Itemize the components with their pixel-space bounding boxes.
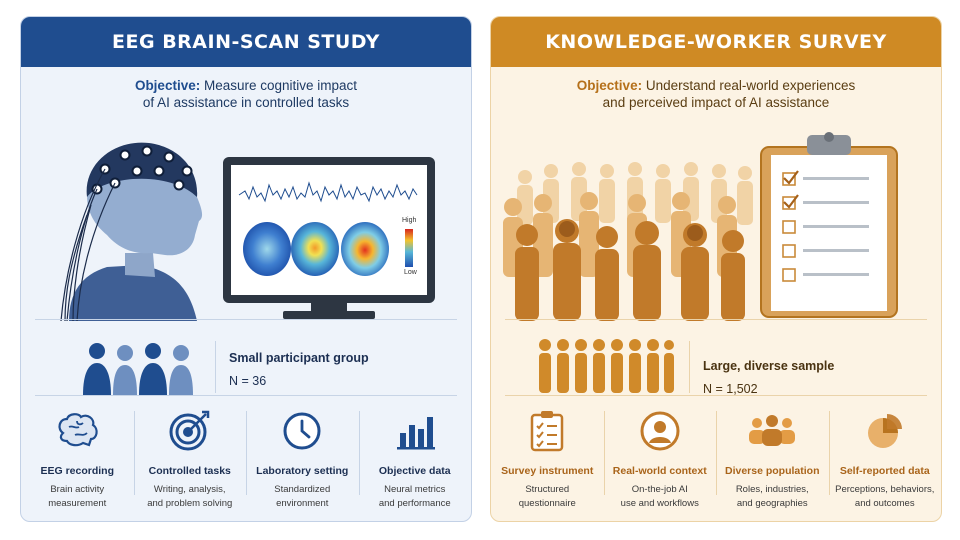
feature-eeg-recording: EEG recording Brain activity measurement (21, 403, 134, 513)
feature-desc: Neural metrics (384, 484, 446, 495)
sample-size: N = 36 (229, 374, 267, 388)
feature-title: Laboratory setting (256, 465, 349, 477)
objective-label: Objective: (576, 78, 643, 93)
survey-objective: Objective: Understand real-world experie… (491, 77, 941, 111)
colorbar-high-label: High (402, 217, 417, 224)
clipboard-icon (760, 132, 898, 318)
feature-desc: and problem solving (147, 498, 233, 509)
feature-diverse-population: Diverse population Roles, industries, and… (716, 403, 829, 513)
feature-desc: measurement (48, 498, 107, 509)
divider (505, 395, 927, 396)
brain-icon (58, 413, 98, 447)
divider (35, 319, 457, 320)
objective-text-line1: Measure cognitive impact (203, 78, 358, 93)
survey-panel: KNOWLEDGE-WORKER SURVEY Objective: Under… (490, 16, 942, 522)
feature-desc: Brain activity (50, 484, 105, 495)
checkmark-icon (783, 170, 799, 209)
sample-separator (215, 341, 216, 393)
feature-desc: use and workflows (620, 498, 699, 509)
feature-title: EEG recording (40, 465, 114, 477)
feature-desc: Standardized (274, 484, 331, 495)
pie-chart-icon (867, 414, 902, 448)
feature-desc: questionnaire (518, 498, 576, 509)
divider (505, 319, 927, 320)
checklist (782, 172, 796, 282)
sample-section: Small participant group N = 36 (21, 331, 471, 407)
divider (35, 395, 457, 396)
feature-title: Survey instrument (501, 465, 594, 477)
feature-objective-data: Objective data Neural metrics and perform… (358, 403, 472, 513)
eeg-study-title: EEG BRAIN-SCAN STUDY (21, 17, 471, 67)
brain-map-mid (291, 222, 339, 276)
colorbar-low-label: Low (404, 269, 417, 276)
diverse-sample-group-icon (539, 339, 674, 393)
feature-title: Objective data (378, 465, 451, 477)
objective-label: Objective: (134, 78, 201, 93)
crowd-icon (503, 162, 753, 321)
checklist-lines (803, 177, 869, 276)
feature-desc: Perceptions, behaviors, (835, 484, 935, 495)
sample-title: Small participant group (229, 351, 369, 365)
objective-text-line2: and perceived impact of AI assistance (602, 95, 830, 110)
brain-map-low (243, 222, 291, 276)
clock-icon (283, 412, 321, 450)
clipboard-checklist-icon (531, 411, 564, 452)
feature-real-world-context: Real-world context On-the-job AI use and … (603, 403, 717, 513)
feature-laboratory-setting: Laboratory setting Standardized environme… (246, 403, 359, 513)
feature-title: Real-world context (612, 465, 707, 477)
eeg-scene (60, 142, 435, 322)
eeg-study-panel: EEG BRAIN-SCAN STUDY Objective: Measure … (20, 16, 472, 522)
feature-title: Controlled tasks (148, 465, 231, 477)
feature-controlled-tasks: Controlled tasks Writing, analysis, and p… (133, 403, 247, 513)
sample-section: Large, diverse sample N = 1,502 (491, 331, 941, 407)
survey-features: Survey instrument Structured questionnair… (491, 403, 941, 513)
group-icon (749, 415, 796, 446)
objective-text-line1: Understand real-world experiences (645, 78, 856, 93)
feature-survey-instrument: Survey instrument Structured questionnair… (491, 403, 604, 513)
sample-title: Large, diverse sample (703, 359, 835, 373)
feature-desc: and geographies (736, 498, 808, 509)
feature-desc: Roles, industries, (735, 484, 809, 495)
eeg-illustration: High Low (21, 125, 471, 322)
objective-text-line2: of AI assistance in controlled tasks (142, 95, 350, 110)
feature-title: Diverse population (724, 465, 820, 477)
feature-desc: and performance (378, 498, 451, 509)
feature-title: Self-reported data (839, 465, 930, 477)
brain-map-high (341, 222, 389, 276)
feature-desc: environment (276, 498, 329, 509)
feature-desc: On-the-job AI (631, 484, 688, 495)
colorbar (405, 229, 413, 267)
eeg-objective: Objective: Measure cognitive impact of A… (21, 77, 471, 111)
participants-group-icon (83, 343, 193, 395)
target-icon (169, 410, 209, 451)
survey-scene (503, 132, 898, 321)
sample-size: N = 1,502 (703, 382, 758, 396)
sample-separator (689, 341, 690, 393)
feature-self-reported-data: Self-reported data Perceptions, behavior… (828, 403, 942, 513)
survey-illustration (491, 125, 941, 321)
feature-desc: Structured (525, 484, 570, 495)
feature-desc: Writing, analysis, (153, 484, 226, 495)
bar-chart-icon (396, 417, 435, 450)
person-circle-icon (640, 411, 680, 451)
head-with-eeg-cap-icon (60, 142, 203, 322)
survey-title: KNOWLEDGE-WORKER SURVEY (491, 17, 941, 67)
feature-desc: and outcomes (854, 498, 915, 509)
eeg-waveform (238, 181, 418, 203)
